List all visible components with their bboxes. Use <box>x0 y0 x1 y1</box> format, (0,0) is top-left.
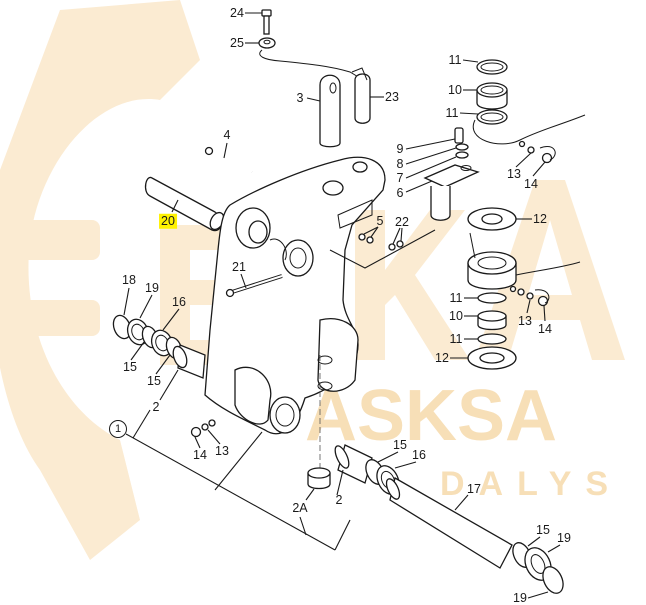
part-6-9-plate-bolt <box>405 127 480 221</box>
part-25-washer-lanyard <box>245 37 361 79</box>
callout-13-upper[interactable]: 13 <box>507 166 521 181</box>
callout-2-left[interactable]: 2 <box>152 399 160 414</box>
callout-3[interactable]: 3 <box>296 90 304 105</box>
callout-19-right[interactable]: 19 <box>557 530 571 545</box>
callout-16-right[interactable]: 16 <box>412 447 426 462</box>
callout-13-right[interactable]: 13 <box>518 313 532 328</box>
callout-11-upper[interactable]: 11 <box>445 105 459 120</box>
callout-5[interactable]: 5 <box>376 213 384 228</box>
callout-20-highlighted[interactable]: 20 <box>159 213 177 229</box>
callout-15-right-a[interactable]: 15 <box>393 437 407 452</box>
assembly-1-leader <box>125 409 351 551</box>
callout-16-left[interactable]: 16 <box>172 294 186 309</box>
part-13-14-upper-grease-fitting <box>515 140 556 177</box>
callout-10-top[interactable]: 10 <box>448 82 462 97</box>
part-24-bolt <box>245 9 272 35</box>
part-20-pin <box>144 176 225 232</box>
callout-14-lower[interactable]: 14 <box>193 447 207 462</box>
callout-24[interactable]: 24 <box>230 5 244 20</box>
part-21-bolt <box>225 273 283 298</box>
part-13-14-lower-grease-fitting <box>190 419 221 449</box>
watermark-letter-a <box>475 180 625 360</box>
part-swing-frame <box>204 156 386 435</box>
part-5-22-nuts <box>329 226 436 269</box>
watermark-letter-e <box>160 225 235 365</box>
callout-14-upper[interactable]: 14 <box>524 176 538 191</box>
callout-11-top[interactable]: 11 <box>448 52 462 67</box>
callout-23[interactable]: 23 <box>385 89 399 104</box>
callout-12-lower[interactable]: 12 <box>435 350 449 365</box>
watermark-main-text: ASKSA <box>305 376 557 456</box>
callout-19-left[interactable]: 19 <box>145 280 159 295</box>
watermark-gear-shape <box>0 0 200 560</box>
callout-4[interactable]: 4 <box>223 127 231 142</box>
callout-2a[interactable]: 2A <box>292 500 308 515</box>
watermark-bar-1 <box>0 220 100 260</box>
callout-8[interactable]: 8 <box>396 156 404 171</box>
watermark-letter-k <box>355 210 470 360</box>
callout-15-left-b[interactable]: 15 <box>147 373 161 388</box>
part-2-left-pin-assembly <box>112 287 206 401</box>
callout-15-left-a[interactable]: 15 <box>123 359 137 374</box>
watermark-sub-text: DALYS <box>440 465 622 503</box>
callout-25[interactable]: 25 <box>230 35 244 50</box>
callout-22[interactable]: 22 <box>395 214 409 229</box>
watermark-bar-2 <box>0 300 100 336</box>
part-4-bolt <box>204 142 253 173</box>
callout-7[interactable]: 7 <box>396 170 404 185</box>
callout-11-mid[interactable]: 11 <box>449 290 463 305</box>
callout-6[interactable]: 6 <box>396 185 404 200</box>
part-10-11-upper-bearing <box>459 59 586 145</box>
callout-2-right[interactable]: 2 <box>335 492 343 507</box>
callout-13-lower[interactable]: 13 <box>215 443 229 458</box>
part-2a-bushing <box>305 467 331 501</box>
callout-17[interactable]: 17 <box>467 481 481 496</box>
part-2-17-right-pin-shaft <box>334 444 564 599</box>
callout-12-upper[interactable]: 12 <box>533 211 547 226</box>
part-3-pin <box>306 74 341 148</box>
part-23-lynch-pin <box>351 67 384 124</box>
callout-9[interactable]: 9 <box>396 141 404 156</box>
callout-10-lower[interactable]: 10 <box>449 308 463 323</box>
callout-1-assembly[interactable]: 1 <box>109 420 127 438</box>
part-10-11-12-lower-bearing <box>450 207 581 370</box>
callout-14-right[interactable]: 14 <box>538 321 552 336</box>
part-13-14-right-grease-fitting <box>509 285 550 322</box>
callout-15-right-b[interactable]: 15 <box>536 522 550 537</box>
callout-11-lower[interactable]: 11 <box>449 331 463 346</box>
callout-18[interactable]: 18 <box>122 272 136 287</box>
callout-21[interactable]: 21 <box>232 259 246 274</box>
callout-19-bottom[interactable]: 19 <box>513 590 527 605</box>
